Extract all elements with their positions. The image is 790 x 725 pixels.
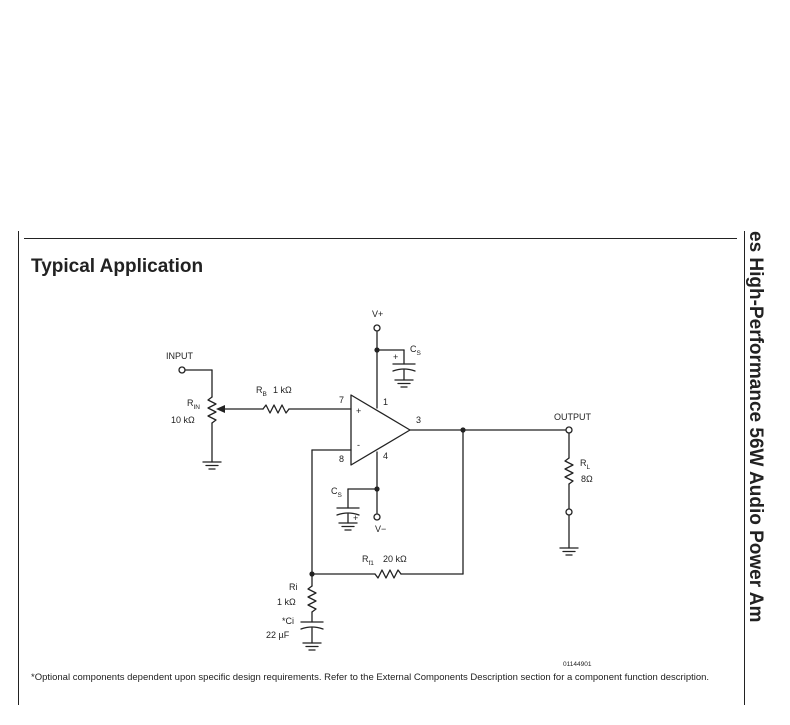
op-amp-symbol xyxy=(350,394,411,466)
rf1-resistor xyxy=(374,569,402,579)
output-terminal xyxy=(565,426,573,434)
figure-id: 01144901 xyxy=(563,661,592,668)
rl-value: 8Ω xyxy=(581,474,593,484)
wiper-arrow xyxy=(216,405,225,413)
pin-1: 1 xyxy=(383,397,388,407)
footnote: *Optional components dependent upon spec… xyxy=(31,672,710,683)
vplus-label: V+ xyxy=(372,309,383,319)
ri-value: 1 kΩ xyxy=(277,597,296,607)
pin-8: 8 xyxy=(339,454,344,464)
junction-vminus xyxy=(374,486,380,492)
rin-value: 10 kΩ xyxy=(171,415,195,425)
junction-output xyxy=(460,427,466,433)
ci-label: *Ci xyxy=(282,616,294,626)
cs-top-plate-2 xyxy=(392,368,416,372)
cs-top-label: CS xyxy=(410,344,422,357)
rin-resistor xyxy=(207,396,217,424)
input-terminal xyxy=(178,366,186,374)
vminus-label: V− xyxy=(375,524,386,534)
rl-label: RL xyxy=(580,458,591,471)
rb-label: RB xyxy=(256,385,267,398)
frame-left-rule xyxy=(18,231,19,705)
ri-resistor xyxy=(307,585,317,613)
section-title: Typical Application xyxy=(31,256,204,277)
rl-resistor xyxy=(564,457,574,485)
output-label: OUTPUT xyxy=(554,412,592,422)
rin-label: RIN xyxy=(187,398,200,411)
pin-4: 4 xyxy=(383,451,388,461)
frame-right-rule xyxy=(744,231,745,705)
input-label: INPUT xyxy=(166,351,194,361)
vminus-terminal xyxy=(373,513,381,521)
opamp-minus-input: - xyxy=(357,440,360,450)
rb-value: 1 kΩ xyxy=(273,385,292,395)
opamp-plus-input: + xyxy=(356,406,361,416)
cs-top-plus: + xyxy=(393,352,398,362)
rb-resistor xyxy=(262,404,290,414)
rf1-value: 20 kΩ xyxy=(383,554,407,564)
junction-feedback xyxy=(309,571,315,577)
cs-bottom-plate-2 xyxy=(336,512,360,516)
pin-3: 3 xyxy=(416,415,421,425)
ci-value: 22 µF xyxy=(266,630,290,640)
ri-label: Ri xyxy=(289,582,298,592)
cs-bottom-label: CS xyxy=(331,486,343,499)
junction-vplus xyxy=(374,347,380,353)
rl-terminal xyxy=(565,508,573,516)
ci-plate-2 xyxy=(300,626,324,630)
vplus-terminal xyxy=(373,324,381,332)
frame-top-rule xyxy=(24,238,737,239)
cs-bottom-plus: + xyxy=(353,513,358,523)
pin-7: 7 xyxy=(339,395,344,405)
rf1-label: Rf1 xyxy=(362,554,374,567)
